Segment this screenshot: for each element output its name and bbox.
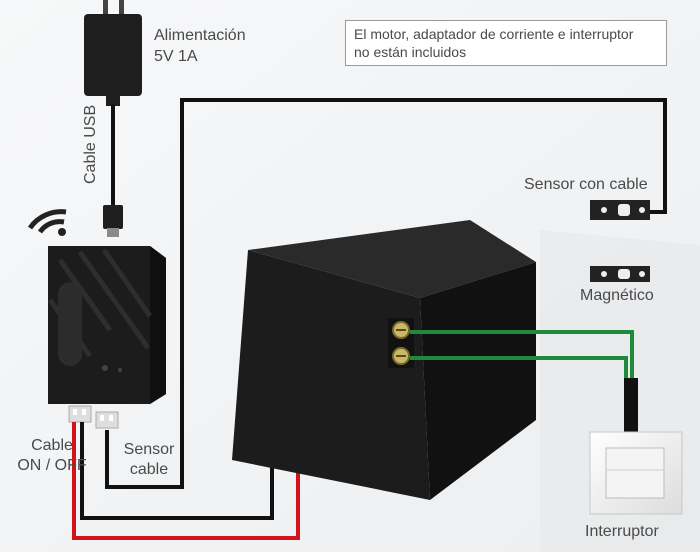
switch-label: Interruptor	[585, 523, 659, 540]
usb-cable-label: Cable USB	[82, 104, 99, 184]
power-spec: 5V 1A	[154, 48, 198, 65]
sensor-cable-line-2: cable	[129, 461, 169, 478]
wall-switch-icon	[589, 431, 683, 515]
switch-cable	[624, 378, 638, 434]
magnetic-label: Magnético	[580, 287, 654, 304]
usb-charger-icon	[84, 0, 142, 106]
sensor-wire-connector-lead	[105, 430, 112, 489]
magnet	[590, 266, 650, 282]
wired-sensor-label: Sensor con cable	[524, 176, 648, 193]
power-title: Alimentación	[154, 27, 246, 44]
green-wire-1	[410, 330, 634, 380]
sensor-connector	[95, 411, 119, 429]
sensor-wire	[112, 98, 667, 489]
sensor-cable-line-1: Sensor	[123, 441, 175, 458]
onoff-cable-line-1: Cable	[31, 437, 73, 454]
note-line-1: El motor, adaptador de corriente e inter…	[354, 26, 634, 42]
note-line-2: no están incluidos	[354, 44, 467, 60]
onoff-connector	[68, 405, 92, 423]
motor-box	[232, 220, 536, 500]
onoff-cable-line-2: ON / OFF	[17, 457, 87, 474]
wired-sensor	[590, 200, 650, 220]
green-wire-2	[410, 356, 628, 380]
micro-usb-plug-icon	[103, 205, 123, 237]
terminal-screw-icon	[388, 318, 414, 368]
sensor-cable-label: Sensor cable	[115, 440, 183, 480]
onoff-cable-label: Cable ON / OFF	[0, 436, 104, 476]
controller-device	[47, 246, 166, 404]
exclusion-note: El motor, adaptador de corriente e inter…	[345, 20, 667, 66]
wifi-icon	[27, 209, 67, 236]
